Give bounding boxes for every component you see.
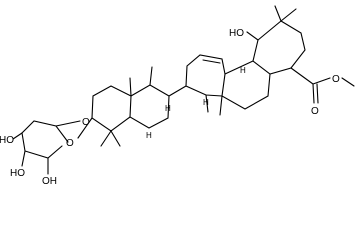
hydroxyl-label: HO	[10, 168, 25, 179]
carbonyl-bond	[312, 83, 315, 104]
oh-bond	[21, 150, 26, 167]
hydroxyl-label: OH	[42, 176, 57, 187]
ring-e-bonds	[252, 20, 306, 75]
methyl-bond	[110, 130, 121, 147]
oxygen-label: O	[332, 74, 340, 85]
hydrogen-label: H	[240, 66, 246, 75]
hydrogen-label: H	[146, 131, 152, 140]
methyl-bond	[219, 95, 223, 116]
atom-labels: HO O O O O HO HO OH H H H H	[0, 28, 340, 187]
oxygen-label: O	[82, 117, 90, 128]
methoxy-bond	[341, 77, 355, 87]
skeletal-bonds	[12, 5, 355, 175]
methyl-bond	[280, 8, 297, 22]
ring-b-bonds	[129, 84, 187, 129]
oxygen-label: O	[66, 138, 74, 149]
hydrogen-label: H	[165, 104, 171, 113]
oh-bond	[12, 132, 23, 140]
methyl-bond	[149, 66, 153, 86]
hydroxyl-label: HO	[0, 135, 14, 146]
glycoside-bond	[77, 117, 93, 139]
hydroxyl-label: HO	[229, 28, 244, 39]
methyl-bond	[205, 94, 209, 113]
hydrogen-label: H	[203, 98, 209, 107]
oh-bond	[246, 31, 259, 41]
methyl-bond	[129, 77, 132, 97]
oxygen-label: O	[311, 106, 319, 117]
ring-a-bonds	[91, 85, 132, 132]
sugar-ring-bonds	[21, 120, 69, 159]
chemical-structure-diagram: HO O O O O HO HO OH H H H H	[0, 5, 355, 187]
ester-bond	[290, 67, 314, 85]
ring-d-bonds	[221, 60, 271, 110]
methyl-bond	[100, 130, 112, 147]
methyl-bond	[274, 5, 282, 22]
sugar-ring-bonds	[55, 120, 81, 127]
carbonyl-bond	[316, 83, 319, 104]
double-bond	[202, 59, 221, 64]
ester-o-bond	[312, 77, 331, 85]
ring-c-bonds	[185, 54, 226, 97]
